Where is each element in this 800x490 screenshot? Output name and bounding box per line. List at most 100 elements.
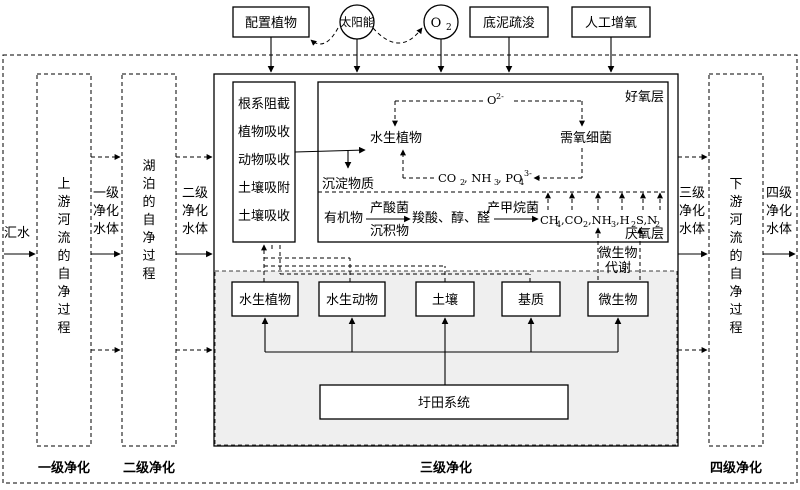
mechanisms-list: 根系阻截 植物吸收 动物吸收 土壤吸附 土壤吸收 [238,97,290,224]
outer-frame [2,54,798,484]
aerobic-o2: O [487,93,496,107]
svg-text:圩田系统: 圩田系统 [418,396,470,411]
svg-text:,H: ,H [616,213,630,227]
stage4-text: 下 游 河 流 的 自 净 过 程 [729,177,742,336]
svg-text:过: 过 [729,303,742,318]
svg-text:3-: 3- [524,169,532,178]
svg-text:上: 上 [57,177,70,192]
component-aquatic-plant: 水生植物 [231,281,299,317]
metabolism-label-2: 代谢 [605,260,631,276]
svg-text:的: 的 [142,194,155,210]
input-o2: O 2 [423,4,459,40]
input-o2-label: O [431,16,442,31]
svg-text:游: 游 [57,195,70,210]
stage1-box [36,73,92,447]
acids-label: 羧酸、醇、醛 [412,210,490,226]
svg-text:土壤吸收: 土壤吸收 [238,208,290,224]
svg-text:程: 程 [57,321,70,336]
svg-text:的: 的 [729,248,742,264]
organic-label: 有机物 [324,211,363,226]
svg-text:游: 游 [729,195,742,210]
svg-text:河: 河 [57,213,70,228]
stage1-caption: 一级净化 [38,460,90,476]
svg-text:3: 3 [611,220,616,229]
svg-text:湖: 湖 [142,159,155,174]
stage2-text: 湖 泊 的 自 净 过 程 [142,159,155,282]
svg-text:水生动物: 水生动物 [326,293,378,308]
svg-text:二级: 二级 [182,186,208,201]
svg-text:程: 程 [142,267,155,282]
anaerobic-layer-label: 厌氧层 [625,227,664,242]
svg-text:下: 下 [729,177,742,192]
mechanisms-box [232,81,296,243]
input-aeration-label: 人工增氧 [585,16,637,31]
svg-text:3: 3 [494,178,499,187]
acid-bacteria-label: 产酸菌 [370,201,409,216]
svg-text:动物吸收: 动物吸收 [238,153,290,168]
stage2-caption: 二级净化 [123,460,175,476]
water3-label: 三级 净化 水体 [679,186,705,237]
svg-text:流: 流 [729,231,742,246]
input-dredge-box: 底泥疏浚 [469,6,549,38]
svg-text:自: 自 [142,213,155,228]
svg-text:过: 过 [57,303,70,318]
svg-text:2: 2 [583,220,588,229]
svg-text:,CO: ,CO [561,213,583,227]
svg-text:净化: 净化 [766,204,792,219]
component-substrate: 基质 [501,281,561,317]
input-sun-label: 太阳能 [340,15,375,29]
svg-text:2: 2 [655,220,660,229]
svg-text:CO: CO [438,171,456,185]
svg-text:2: 2 [460,178,465,187]
svg-text:土壤: 土壤 [432,292,458,308]
svg-text:净化: 净化 [182,204,208,219]
system-box: 圩田系统 [319,384,569,420]
svg-text:, PO: , PO [498,171,522,185]
svg-text:净: 净 [57,285,70,300]
svg-text:水生植物: 水生植物 [239,293,291,308]
input-aeration-box: 人工增氧 [571,6,651,38]
sediment-label: 沉淀物质 [322,177,374,192]
svg-text:水体: 水体 [766,222,792,237]
svg-text:CH: CH [540,213,559,227]
svg-text:自: 自 [729,267,742,282]
svg-text:, NH: , NH [464,171,491,185]
metabolism-label-1: 微生物 [598,246,637,261]
water2-label: 二级 净化 水体 [182,186,208,237]
svg-text:2: 2 [631,220,636,229]
svg-text:S,N: S,N [636,213,657,227]
svg-text:河: 河 [729,213,742,228]
stage3-caption: 三级净化 [420,460,472,476]
aerobic-layer-label: 好氧层 [625,90,664,105]
stage2-box [121,73,177,447]
svg-text:一级: 一级 [93,186,119,201]
aerobic-products: CO 2 , NH 3 , PO 4 3- [438,169,532,187]
svg-text:泊: 泊 [142,177,155,192]
process-box [317,81,669,243]
svg-text:程: 程 [729,321,742,336]
methane-bacteria-label: 产甲烷菌 [487,201,539,216]
svg-text:净化: 净化 [679,204,705,219]
component-soil: 土壤 [415,281,475,317]
svg-text:4: 4 [519,178,524,187]
svg-text:植物吸收: 植物吸收 [238,125,290,140]
sun-to-plant-curve [310,27,339,46]
input-plant-box: 配置植物 [232,6,310,38]
svg-text:水体: 水体 [182,222,208,237]
svg-text:净: 净 [142,231,155,246]
water1-label: 一级 净化 水体 [93,186,119,237]
aerobic-plant: 水生植物 [370,131,422,146]
water4-label: 四级 净化 水体 [766,186,792,237]
stage4-caption: 四级净化 [710,460,762,476]
svg-text:土壤吸附: 土壤吸附 [238,180,290,196]
svg-text:自: 自 [57,267,70,282]
stage1-text: 上 游 河 流 的 自 净 过 程 [57,177,70,336]
svg-text:净化: 净化 [93,204,119,219]
svg-text:4: 4 [556,220,561,229]
svg-text:三级: 三级 [679,186,705,201]
svg-text:流: 流 [57,231,70,246]
svg-text:基质: 基质 [518,293,544,308]
input-o2-sub: 2 [446,23,452,33]
aerobic-o2-sup: 2- [496,92,504,101]
